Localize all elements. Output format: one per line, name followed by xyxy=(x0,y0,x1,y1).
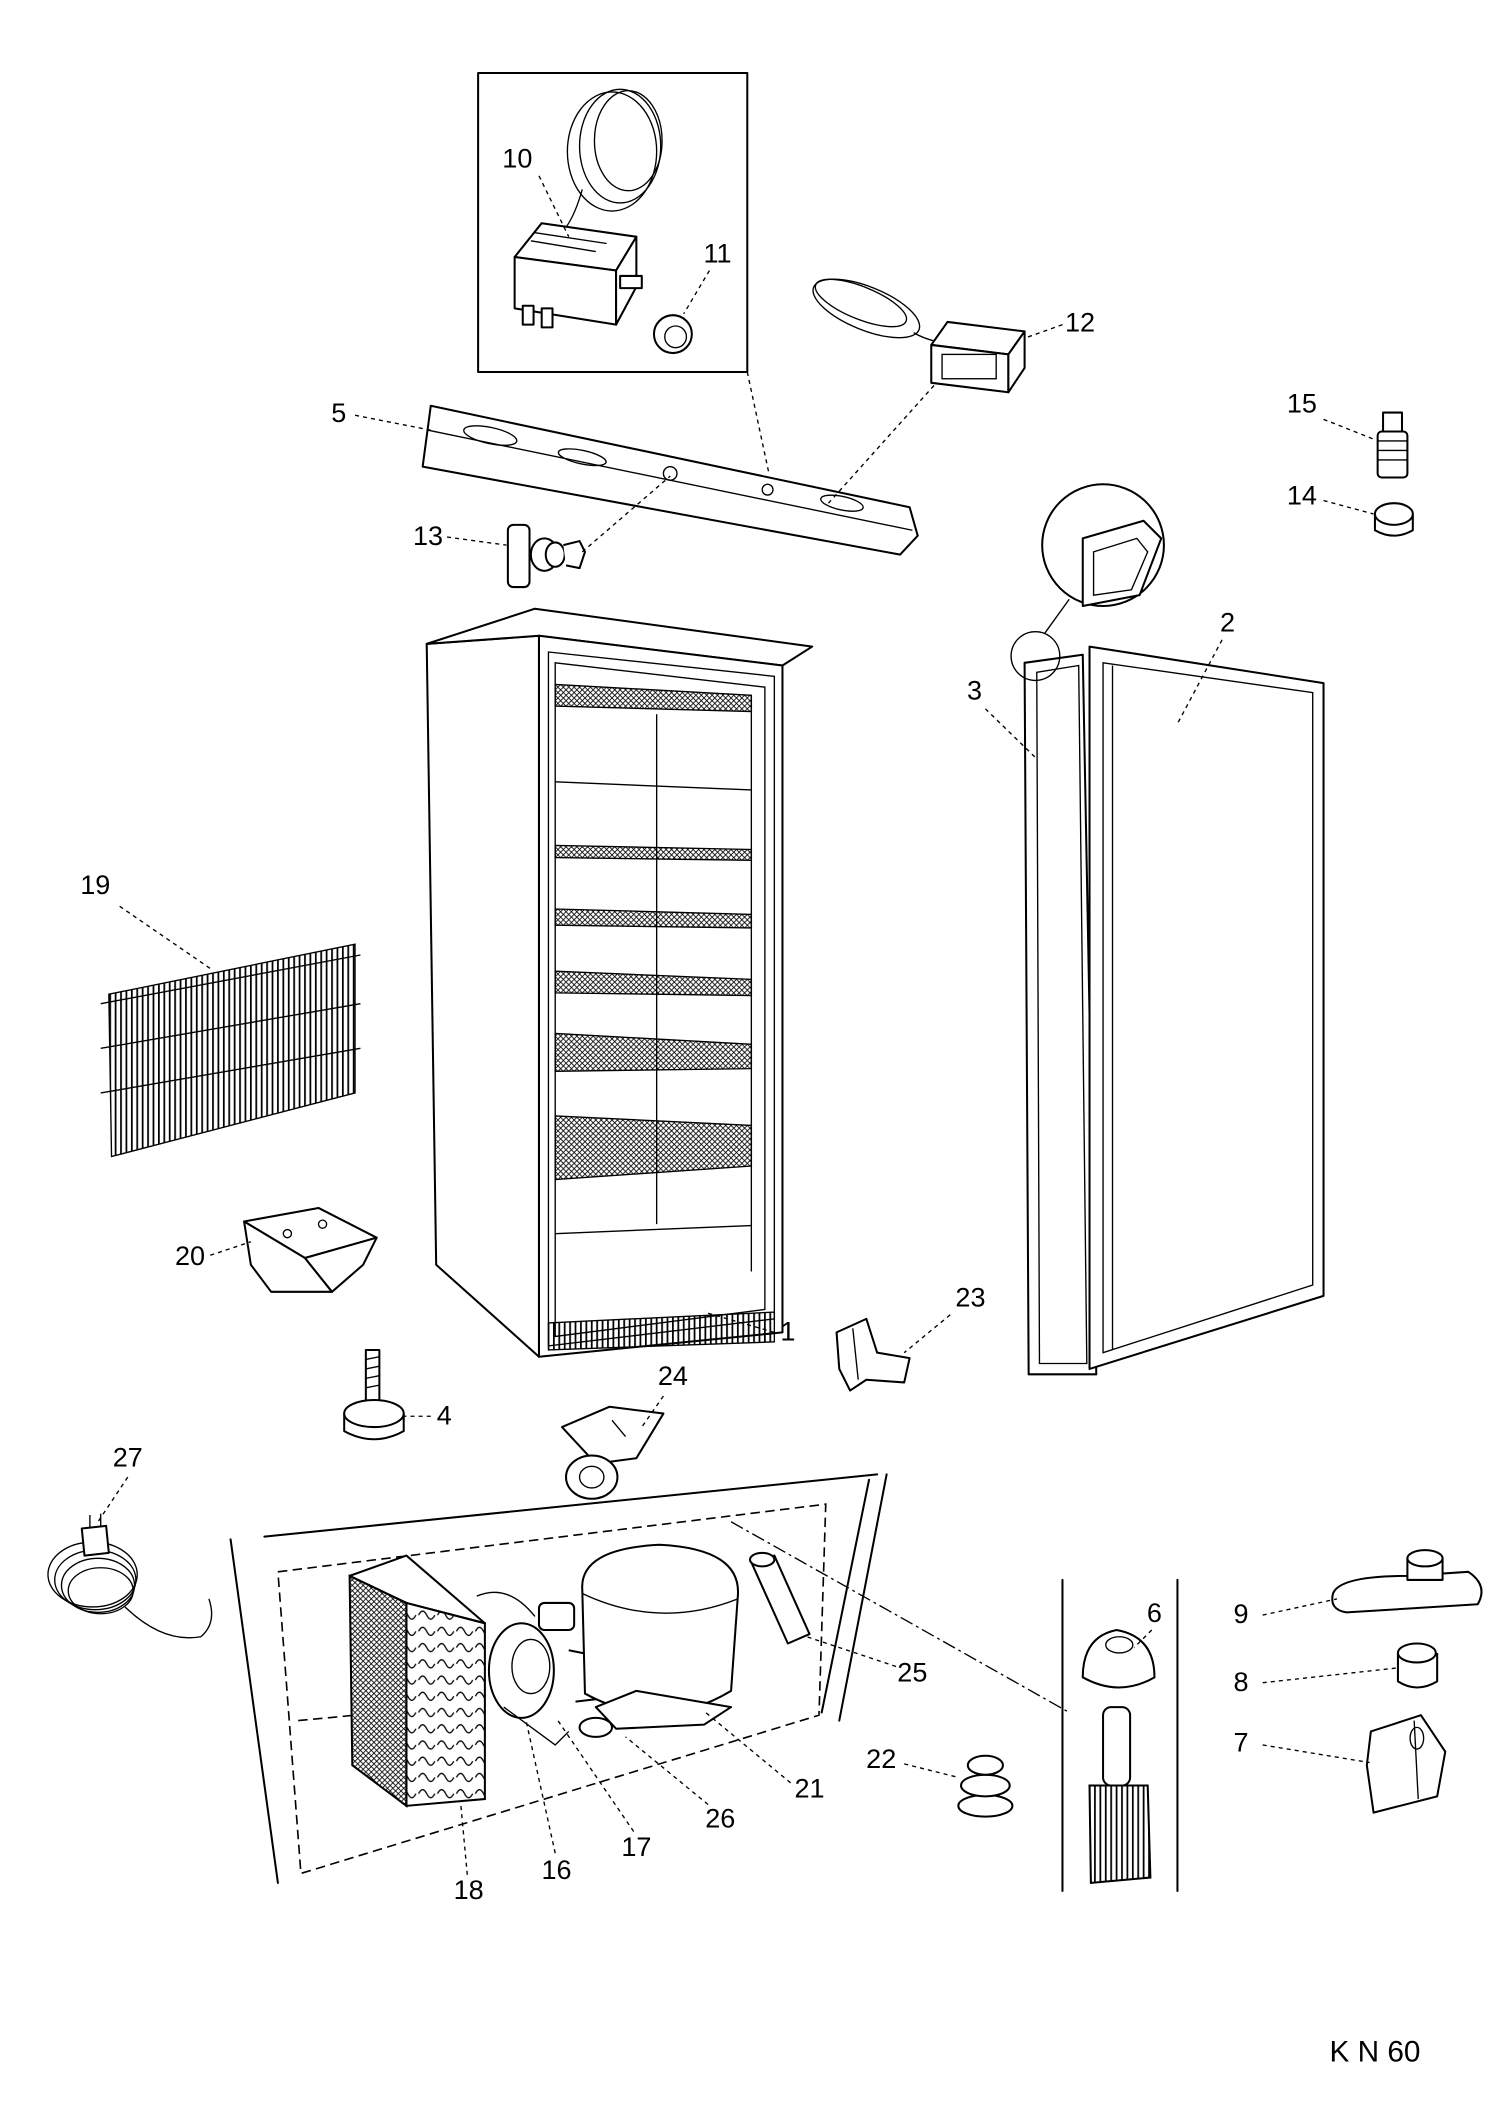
callout-14: 14 xyxy=(1287,481,1317,511)
callout-20: 20 xyxy=(175,1241,205,1271)
part-thermostat-knob xyxy=(652,314,693,355)
callout-labels: 10 11 12 5 15 14 13 2 3 19 20 23 1 24 4 … xyxy=(80,144,1317,1905)
callout-3: 3 xyxy=(967,675,982,705)
part-foot xyxy=(343,1348,405,1441)
callout-19: 19 xyxy=(80,870,110,900)
callout-15: 15 xyxy=(1287,389,1317,419)
leader-lines xyxy=(97,175,1399,1875)
callout-21: 21 xyxy=(794,1774,824,1804)
part-hinge-block xyxy=(1365,1714,1447,1814)
thermostat-detail-frame xyxy=(477,72,749,374)
part-fitting xyxy=(1376,411,1409,479)
callout-8: 8 xyxy=(1233,1667,1248,1697)
callout-2: 2 xyxy=(1220,608,1235,638)
model-code: K N 60 xyxy=(1329,2035,1420,2068)
part-control-panel xyxy=(421,404,919,556)
part-bushing xyxy=(1396,1642,1439,1689)
callout-9: 9 xyxy=(1233,1599,1248,1629)
part-handle-cap xyxy=(1081,1628,1156,1885)
part-cabinet xyxy=(425,607,814,1358)
callout-17: 17 xyxy=(621,1832,651,1862)
callout-18: 18 xyxy=(454,1875,484,1905)
part-cap xyxy=(1373,502,1414,537)
part-door xyxy=(1088,645,1325,1370)
part-light-switch xyxy=(812,278,1026,394)
part-thermostat xyxy=(513,88,663,329)
chain-line xyxy=(730,1521,1070,1714)
detail-column xyxy=(1061,1578,1179,1893)
callout-13: 13 xyxy=(413,521,443,551)
part-hinge-plate xyxy=(1331,1549,1483,1614)
callout-6: 6 xyxy=(1147,1598,1162,1628)
part-lock xyxy=(506,523,586,589)
part-condenser xyxy=(348,1554,486,1808)
callout-26: 26 xyxy=(705,1803,735,1833)
callout-16: 16 xyxy=(542,1855,572,1885)
part-door-gasket xyxy=(1023,653,1098,1376)
machine-compartment xyxy=(229,1473,888,1884)
part-condenser-grid xyxy=(100,943,361,1158)
callout-5: 5 xyxy=(331,398,346,428)
part-grommet xyxy=(957,1754,1014,1818)
part-hinge xyxy=(835,1317,911,1392)
callout-25: 25 xyxy=(897,1657,927,1687)
part-fan-motor xyxy=(476,1591,576,1719)
part-tube xyxy=(748,1551,811,1645)
callout-1: 1 xyxy=(780,1317,795,1347)
part-roller-bracket xyxy=(560,1405,665,1500)
detail-magnifier xyxy=(1010,483,1165,682)
callout-24: 24 xyxy=(658,1361,688,1391)
callout-12: 12 xyxy=(1065,307,1095,337)
part-power-cord xyxy=(47,1513,213,1639)
callout-23: 23 xyxy=(955,1283,985,1313)
callout-27: 27 xyxy=(113,1442,143,1472)
callout-11: 11 xyxy=(703,238,731,268)
callout-10: 10 xyxy=(502,144,532,174)
callout-22: 22 xyxy=(866,1744,896,1774)
callout-7: 7 xyxy=(1233,1728,1248,1758)
callout-4: 4 xyxy=(437,1400,452,1430)
part-compressor xyxy=(578,1543,739,1738)
part-bracket xyxy=(243,1206,378,1293)
